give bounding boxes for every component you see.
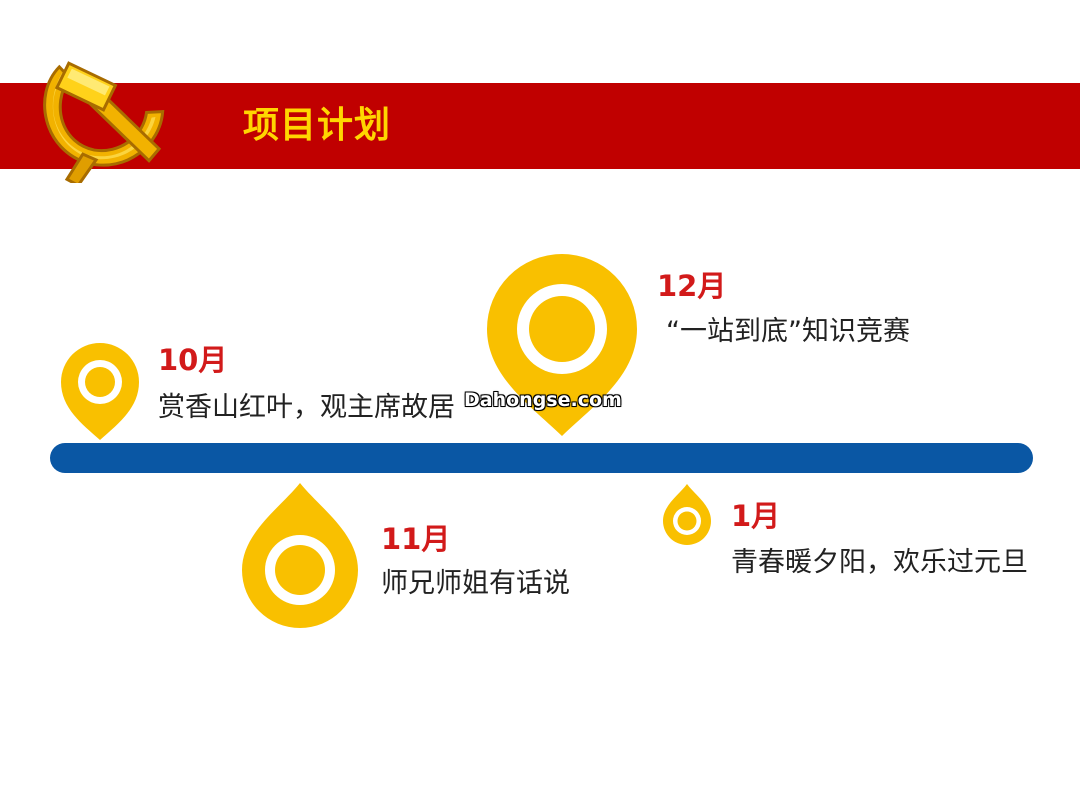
location-pin-icon — [61, 343, 139, 440]
drop-icon — [663, 484, 711, 545]
event-month: 1月 — [731, 499, 781, 533]
timeline-bar — [50, 443, 1033, 473]
event-month: 11月 — [381, 522, 451, 556]
watermark: Dahongse.com — [464, 389, 622, 411]
event-month: 12月 — [657, 269, 727, 303]
event-description: 青春暖夕阳，欢乐过元旦 — [731, 547, 1028, 578]
location-pin-icon — [487, 254, 637, 436]
event-description: “一站到底”知识竞赛 — [666, 316, 910, 347]
hammer-sickle-icon — [43, 61, 165, 183]
event-description: 师兄师姐有话说 — [381, 568, 570, 599]
event-description: 赏香山红叶，观主席故居 — [158, 392, 455, 423]
page-title: 项目计划 — [243, 105, 392, 146]
header-bar — [0, 83, 1080, 169]
drop-icon — [242, 483, 358, 628]
event-month: 10月 — [158, 343, 228, 377]
